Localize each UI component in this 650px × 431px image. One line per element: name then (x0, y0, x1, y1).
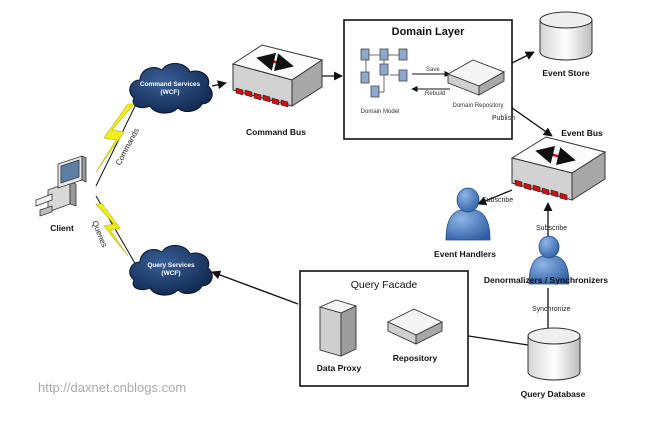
domain-repository-box (446, 59, 506, 96)
command-bus-arrow-icon (256, 52, 294, 72)
query-database: Query Database (521, 327, 586, 399)
cloud-icon (129, 245, 213, 296)
arrow-subscribe-event-handlers (477, 189, 513, 206)
command-bus-ports (235, 87, 289, 108)
watermark: http://daxnet.cnblogs.com (38, 380, 186, 395)
event-bus: Publish Event Bus (492, 115, 607, 201)
queries-lightning-icon (95, 203, 129, 257)
query-services-cloud: Query Services (WCF) (129, 245, 213, 296)
command-bus: Command Bus (231, 44, 324, 137)
domain-layer-title: Domain Layer (392, 26, 465, 38)
command-services-label-1: Command Services (140, 81, 201, 88)
domain-model-label: Domain Model (361, 109, 400, 115)
data-proxy-icon (318, 299, 358, 357)
command-bus-label: Command Bus (246, 127, 306, 137)
subscribe-left-label: Subscribe (482, 197, 513, 204)
event-store-label: Event Store (542, 68, 590, 78)
denormalizers-person-icon (528, 235, 570, 285)
data-proxy-label: Data Proxy (317, 363, 362, 373)
cloud-icon (129, 63, 213, 114)
synchronize-label: Synchronize (532, 306, 571, 313)
event-handlers-person-icon (445, 187, 491, 241)
command-services-label-2: (WCF) (160, 89, 179, 96)
query-facade: Query Facade Data Proxy Repository (299, 270, 469, 387)
event-bus-arrow-icon (535, 146, 576, 165)
event-bus-ports (514, 179, 568, 201)
event-handlers: Subscribe Event Handlers (434, 187, 513, 259)
denormalizers: Subscribe Denormalizers / Synchronizers … (484, 225, 609, 313)
query-services-label-1: Query Services (147, 262, 195, 269)
domain-repository-label: Domain Repository (452, 103, 503, 109)
queries-label: Queries (90, 219, 109, 248)
query-database-label: Query Database (521, 389, 586, 399)
query-services-label-2: (WCF) (161, 270, 180, 277)
repository-label: Repository (393, 353, 438, 363)
rebuild-label: Rebuild (425, 91, 445, 97)
client-computer-icon (35, 155, 87, 217)
event-handlers-label: Event Handlers (434, 249, 496, 259)
client-label: Client (50, 223, 74, 233)
subscribe-right-label: Subscribe (536, 225, 567, 232)
query-facade-title: Query Facade (351, 279, 418, 291)
publish-label: Publish (492, 115, 515, 122)
arrow-cloud-to-command-bus (211, 80, 227, 90)
event-store: Event Store (539, 11, 593, 78)
save-label: Save (426, 67, 440, 73)
domain-model-diagram (360, 48, 408, 98)
command-services-cloud: Command Services (WCF) (129, 63, 213, 114)
event-bus-label: Event Bus (561, 128, 603, 138)
arrow-query-facade-to-cloud (211, 270, 299, 305)
domain-layer: Domain Layer Domain Model Save Rebuild (343, 19, 513, 140)
repository-icon (386, 308, 444, 345)
commands-lightning-icon (95, 103, 135, 173)
denormalizers-label: Denormalizers / Synchronizers (484, 275, 609, 285)
